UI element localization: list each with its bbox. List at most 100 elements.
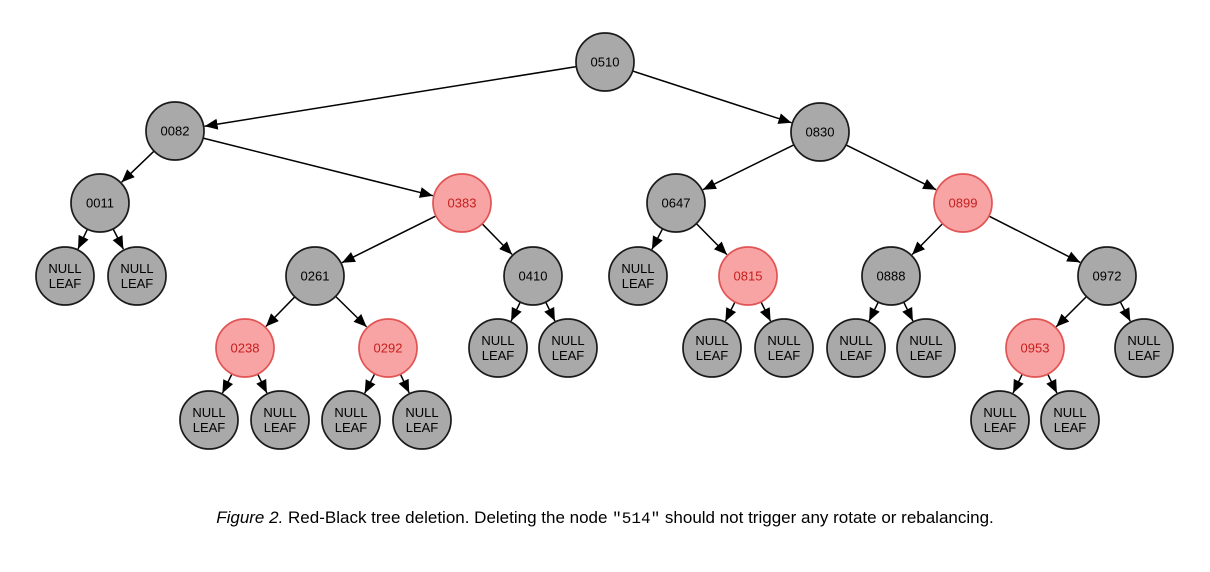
tree-edge-0647-to-0815 (695, 223, 728, 256)
node-circle (754, 318, 814, 378)
tree-node-0888: 0888 (861, 246, 921, 306)
tree-edge-0082-to-0011 (121, 150, 155, 183)
node-circle (250, 390, 310, 450)
node-label: 0261 (301, 269, 330, 284)
node-circle (575, 32, 635, 92)
node-label: 0292 (374, 341, 403, 356)
tree-edge-0830-to-0899 (845, 144, 937, 191)
node-label: 0953 (1021, 341, 1050, 356)
node-circle (145, 101, 205, 161)
tree-edge-0972-to-null-0972-r (1119, 301, 1131, 322)
node-circle (538, 318, 598, 378)
tree-node-0292: 0292 (358, 318, 418, 378)
tree-node-0899: 0899 (933, 173, 993, 233)
caption-segment: Figure 2. (216, 508, 284, 527)
tree-node-0953: 0953 (1005, 318, 1065, 378)
tree-node-0383: 0383 (432, 173, 492, 233)
node-circle (503, 246, 563, 306)
node-circle (285, 246, 345, 306)
node-circle (1005, 318, 1065, 378)
node-circle (35, 246, 95, 306)
node-circle (1077, 246, 1137, 306)
node-circle (70, 173, 130, 233)
tree-node-0510: 0510 (575, 32, 635, 92)
tree-edge-0899-to-0888 (911, 223, 944, 256)
node-circle (718, 246, 778, 306)
tree-node-0830: 0830 (790, 102, 850, 162)
tree-edge-0888-to-null-0888-r (902, 301, 914, 322)
node-circle (179, 390, 239, 450)
node-label: 0510 (591, 55, 620, 70)
tree-edge-0238-to-null-0238-l (221, 373, 234, 394)
caption-segment: "514" (612, 510, 661, 528)
node-label: 0011 (86, 196, 114, 211)
tree-node-0238: 0238 (215, 318, 275, 378)
tree-edge-0011-to-null-0011-l (77, 228, 89, 250)
tree-edge-0953-to-null-0953-r (1046, 373, 1058, 394)
tree-edge-0261-to-0292 (335, 295, 368, 328)
tree-node-0815: 0815 (718, 246, 778, 306)
node-circle (392, 390, 452, 450)
node-label: 0238 (231, 341, 260, 356)
tree-edge-0815-to-null-0815-r (759, 301, 772, 322)
tree-edge-0410-to-null-0410-l (510, 301, 522, 322)
tree-node-0261: 0261 (285, 246, 345, 306)
node-label: 0899 (949, 196, 978, 211)
node-circle (826, 318, 886, 378)
caption-segment: should not trigger any rotate or rebalan… (660, 508, 994, 527)
tree-node-0972: 0972 (1077, 246, 1137, 306)
tree-edge-0815-to-null-0815-l (724, 301, 737, 322)
tree-edge-0261-to-0238 (265, 296, 296, 328)
tree-edge-0647-to-null-0647-l (651, 228, 664, 250)
tree-edge-0953-to-null-0953-l (1012, 373, 1024, 394)
tree-edge-0830-to-0647 (702, 144, 795, 191)
caption-segment: Red-Black tree deletion. Deleting the no… (283, 508, 613, 527)
tree-edge-0410-to-null-0410-r (544, 301, 556, 322)
node-label: 0082 (161, 124, 190, 139)
tree-edge-0292-to-null-0292-r (398, 373, 410, 394)
node-circle (432, 173, 492, 233)
node-circle (321, 390, 381, 450)
tree-edge-0011-to-null-0011-r (112, 228, 125, 250)
node-circle (215, 318, 275, 378)
figure-caption: Figure 2. Red-Black tree deletion. Delet… (0, 507, 1210, 530)
node-circle (608, 246, 668, 306)
node-circle (896, 318, 956, 378)
node-circle (1114, 318, 1174, 378)
node-circle (1040, 390, 1100, 450)
tree-edge-0888-to-null-0888-l (868, 301, 880, 322)
tree-edge-0972-to-0953 (1055, 295, 1088, 328)
tree-node-0011: 0011 (70, 173, 130, 233)
tree-edge-0082-to-0383 (202, 137, 434, 198)
node-label: 0410 (519, 269, 548, 284)
tree-node-0410: 0410 (503, 246, 563, 306)
node-circle (861, 246, 921, 306)
tree-edge-0899-to-0972 (988, 215, 1081, 264)
